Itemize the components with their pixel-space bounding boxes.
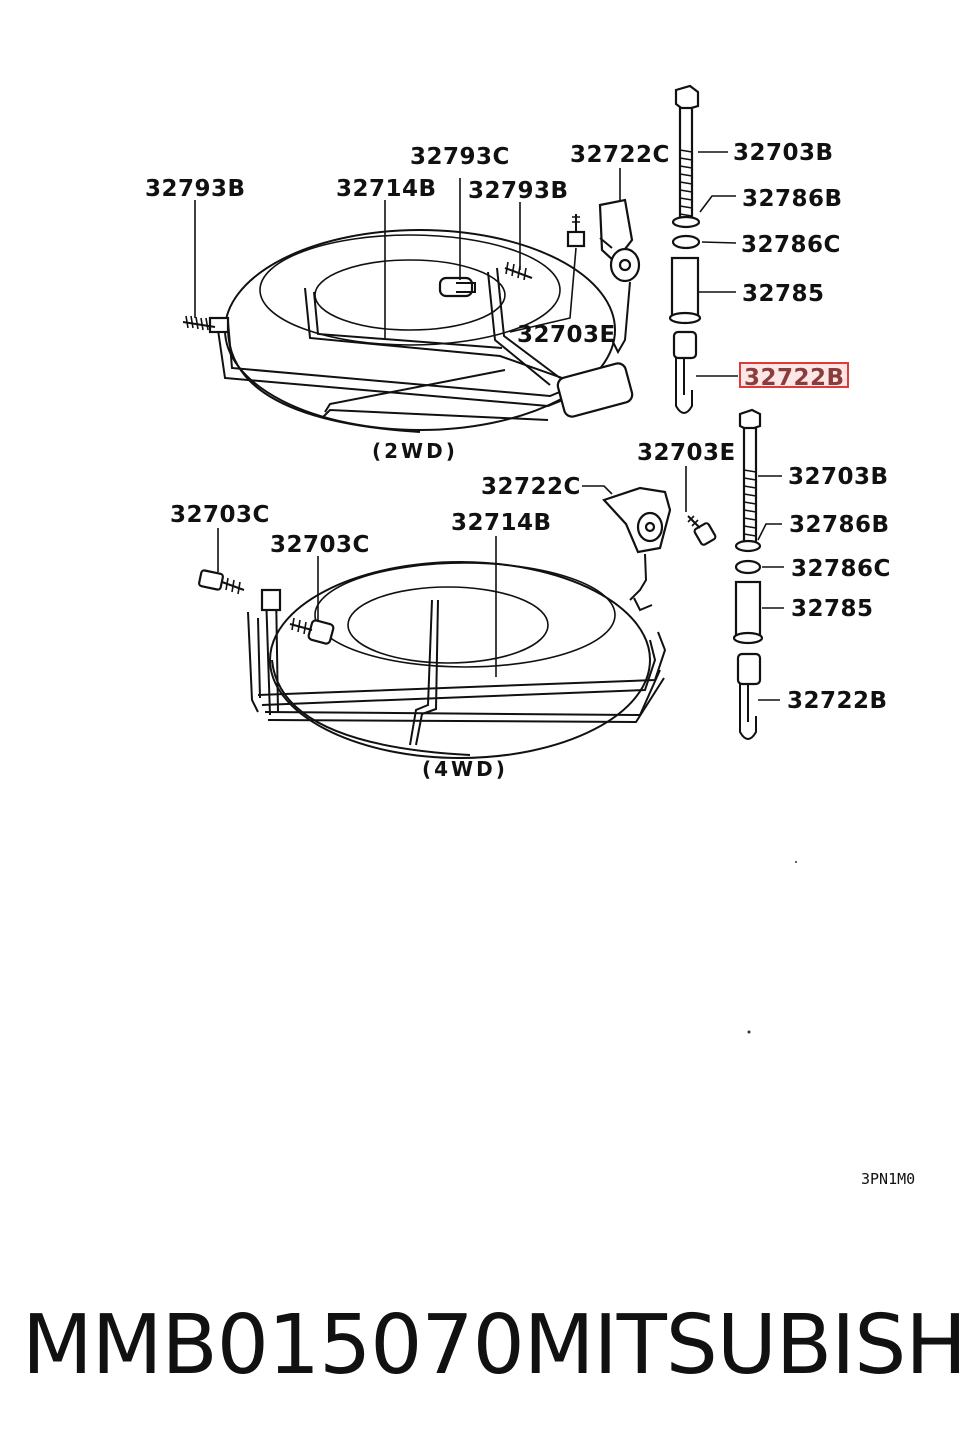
variant-label-2wd: (2WD): [372, 439, 458, 463]
label-32785-top: 32785: [742, 281, 825, 307]
label-32786b-top: 32786B: [742, 186, 843, 212]
leaders-2wd: [194, 151, 738, 377]
carrier-frame-2wd: [208, 267, 634, 421]
bracket-32722c-2wd: [598, 198, 641, 355]
scan-speck: [747, 1030, 751, 1034]
label-32793b-left: 32793B: [145, 176, 246, 202]
label-32786c-bot: 32786C: [791, 556, 891, 582]
bolt-32703c-mid-4wd: [289, 617, 335, 645]
leaders-4wd: [217, 466, 784, 701]
highlight-box-32722b: [739, 362, 849, 388]
bracket-32722c-4wd: [602, 486, 672, 612]
label-32785-bot: 32785: [791, 596, 874, 622]
variant-label-4wd: (4WD): [422, 757, 508, 781]
label-32714b-bot: 32714B: [451, 510, 552, 536]
label-32703e-bot: 32703E: [637, 440, 736, 466]
label-32703c-mid: 32703C: [270, 532, 370, 558]
bolt-32793b-mid-2wd: [504, 261, 533, 281]
bolt-32703e-2wd: [566, 214, 586, 248]
label-32722b-bot: 32722B: [787, 688, 888, 714]
spare-tire-4wd: [269, 561, 651, 759]
label-32703e-top: 32703E: [517, 322, 616, 348]
diagram-code: 3PN1M0: [861, 1170, 915, 1188]
label-32703b-bot: 32703B: [788, 464, 889, 490]
label-32786c-top: 32786C: [741, 232, 841, 258]
part-number: MMB015070: [22, 1297, 525, 1393]
scan-speck: [795, 861, 797, 863]
label-32786b-bot: 32786B: [789, 512, 890, 538]
bolt-32703c-left-4wd: [198, 569, 245, 595]
hardware-stack-2wd: [668, 84, 702, 414]
bolt-32793b-left-2wd: [182, 315, 216, 331]
bolt-32703e-4wd: [687, 515, 717, 546]
label-32722c-top: 32722C: [570, 142, 670, 168]
label-32722c-bot: 32722C: [481, 474, 581, 500]
brand-name: MITSUBISHI: [523, 1297, 960, 1393]
hardware-stack-4wd: [732, 408, 764, 740]
footer-caption: MMB015070 MITSUBISHI: [22, 1297, 960, 1393]
label-32793b-mid: 32793B: [468, 178, 569, 204]
label-32703b-top: 32703B: [733, 140, 834, 166]
label-32703c-left: 32703C: [170, 502, 270, 528]
label-32793c: 32793C: [410, 144, 510, 170]
label-32714b-top: 32714B: [336, 176, 437, 202]
pin-32793c-2wd: [438, 276, 476, 298]
carrier-frame-4wd: [247, 588, 667, 746]
label-32722b-top[interactable]: 32722B: [744, 365, 845, 391]
